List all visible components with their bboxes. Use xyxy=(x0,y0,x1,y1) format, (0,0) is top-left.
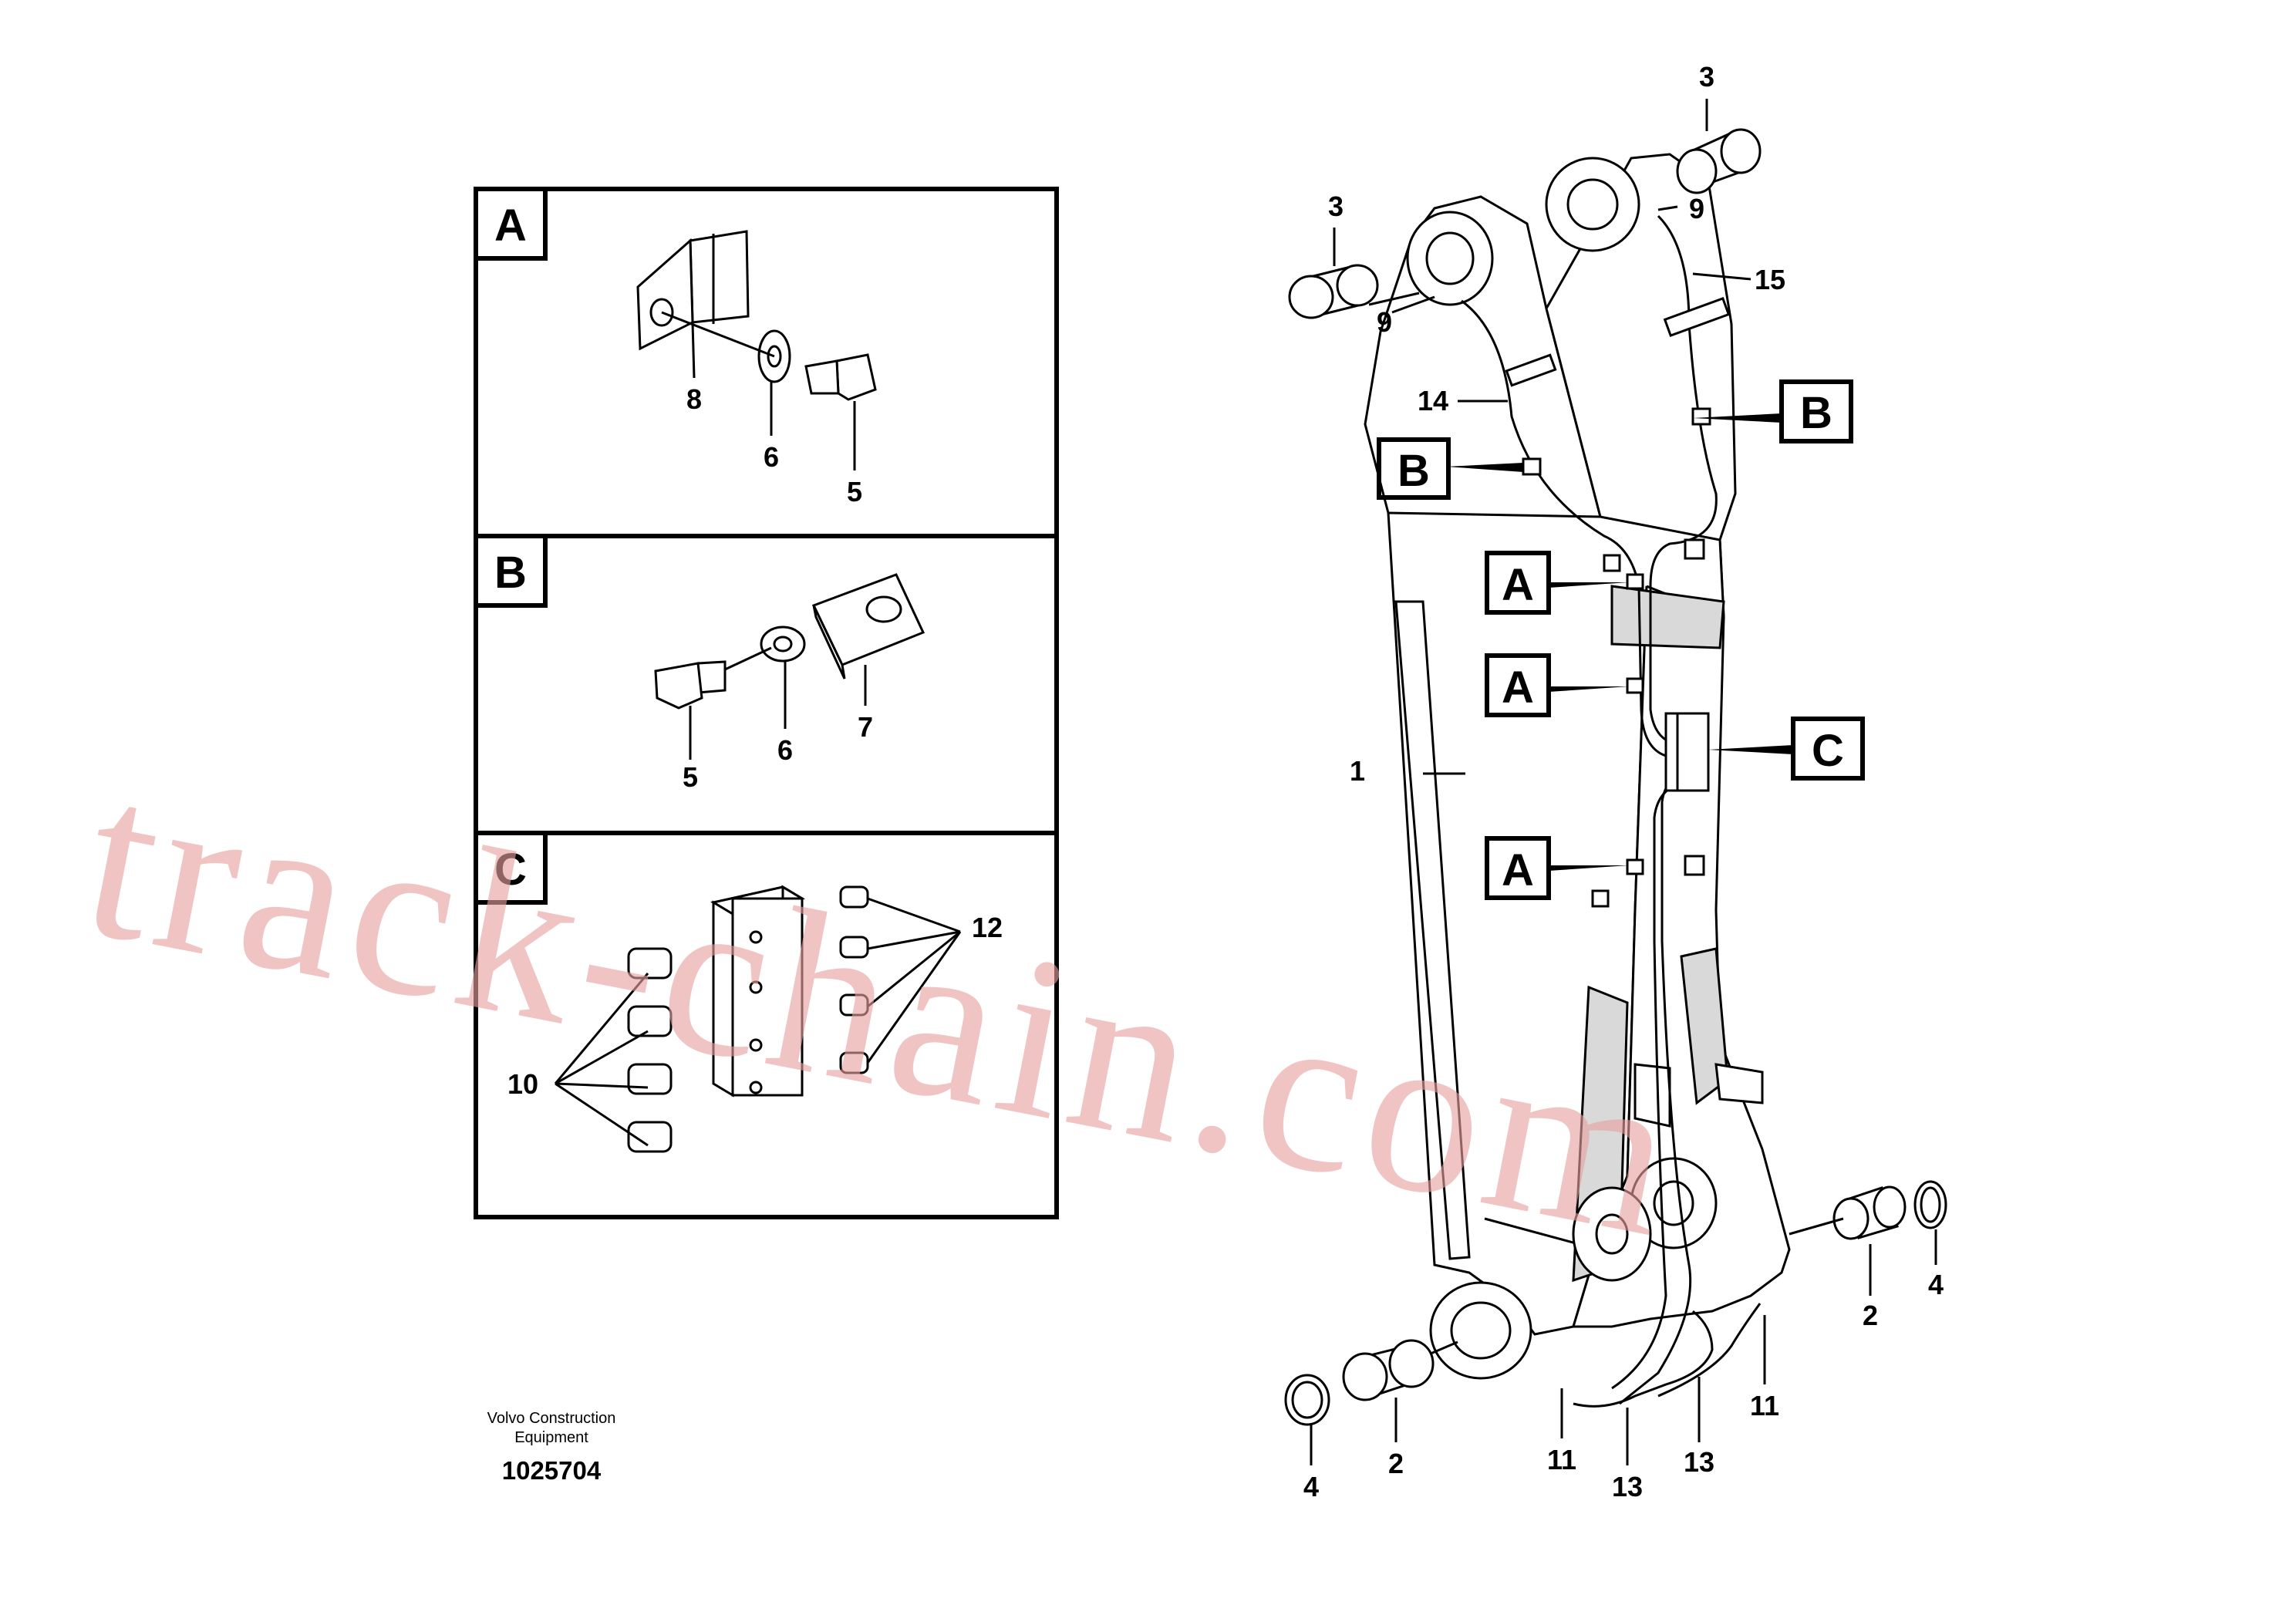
callout-3-right: 3 xyxy=(1699,61,1714,93)
clamp-b-left xyxy=(1522,457,1542,476)
bushing-2-right xyxy=(1832,1185,1907,1240)
detail-c-label-box xyxy=(474,831,548,905)
callout-12: 12 xyxy=(972,912,1003,943)
callout-14: 14 xyxy=(1418,385,1448,416)
ref-box-b-left: B xyxy=(1377,437,1451,500)
manifold-block-main xyxy=(1664,712,1710,792)
company-line-1: Volvo Construction xyxy=(487,1410,616,1427)
ref-a-1-letter: A xyxy=(1502,560,1534,610)
callout-9-right: 9 xyxy=(1689,193,1704,224)
callout-leader-lines xyxy=(1310,99,1937,1465)
clamp-a-2 xyxy=(1626,677,1644,694)
ref-box-a-1: A xyxy=(1485,551,1551,615)
ref-c-letter: C xyxy=(1812,726,1844,776)
ref-box-a-2: A xyxy=(1485,653,1551,717)
callout-1: 1 xyxy=(1350,755,1365,787)
boom-pivot-bottom xyxy=(1429,1281,1532,1380)
callout-2-left: 2 xyxy=(1388,1448,1404,1479)
ring-4-left xyxy=(1284,1374,1330,1426)
detail-panel: A 8 6 5 B xyxy=(474,187,1059,1219)
washer-part-6-b xyxy=(760,626,806,663)
reference-arrows xyxy=(1446,413,1793,871)
callout-13-left: 13 xyxy=(1612,1471,1643,1502)
main-callouts: 3 3 9 9 15 14 1 2 4 11 13 13 11 2 4 xyxy=(1303,61,1944,1502)
pin-and-bushing-parts xyxy=(1284,128,1947,1426)
clamps-and-block xyxy=(1505,297,1731,908)
ref-box-c: C xyxy=(1791,717,1865,781)
callout-7: 7 xyxy=(858,711,873,743)
clamp-b-right xyxy=(1691,407,1711,426)
detail-b: B 5 6 7 xyxy=(474,534,925,793)
callout-5-a: 5 xyxy=(847,476,862,508)
boom-pivot-mid xyxy=(1572,1157,1718,1282)
callout-6-b: 6 xyxy=(777,734,793,766)
plate-part-7 xyxy=(811,573,925,679)
ref-box-a-3: A xyxy=(1485,836,1551,900)
detail-a-label-box xyxy=(474,187,548,261)
callout-6-a: 6 xyxy=(764,441,779,473)
detail-a: A 8 6 5 xyxy=(474,187,877,508)
footer-info: Volvo Construction Equipment 1025704 xyxy=(487,1410,616,1485)
callout-5-b: 5 xyxy=(683,761,698,793)
callout-2-right: 2 xyxy=(1863,1300,1878,1331)
fitting-parts-12 xyxy=(839,885,869,1074)
callout-4-left: 4 xyxy=(1303,1471,1319,1502)
bushing-2-left xyxy=(1342,1339,1435,1401)
callout-15: 15 xyxy=(1755,264,1785,295)
clamp-a-3 xyxy=(1626,858,1644,875)
detail-a-letter: A xyxy=(494,201,527,251)
detail-b-label-box xyxy=(474,534,548,608)
ref-a-2-letter: A xyxy=(1502,663,1534,713)
ref-b-left-letter: B xyxy=(1397,446,1430,496)
bushing-3-left xyxy=(1288,264,1379,319)
hydraulic-lines xyxy=(1461,214,1762,1408)
ref-a-3-letter: A xyxy=(1502,845,1534,895)
clamp-a-1 xyxy=(1626,573,1644,590)
bracket-part-8 xyxy=(636,230,750,351)
callout-11-left: 11 xyxy=(1547,1444,1576,1475)
callout-9-left: 9 xyxy=(1377,306,1392,338)
ref-box-b-right: B xyxy=(1779,379,1853,443)
callout-4-right: 4 xyxy=(1928,1269,1944,1300)
callout-10: 10 xyxy=(507,1068,538,1100)
bolt-part-5-a xyxy=(804,353,877,401)
company-line-2: Equipment xyxy=(514,1429,588,1446)
bushing-3-right xyxy=(1676,128,1762,194)
ref-b-right-letter: B xyxy=(1800,388,1832,438)
figure-number: 1025704 xyxy=(502,1456,602,1485)
ring-4-right xyxy=(1913,1180,1947,1229)
detail-c-letter: C xyxy=(494,845,527,895)
callout-11-right: 11 xyxy=(1750,1390,1779,1421)
bolt-part-5-b xyxy=(654,660,727,710)
detail-b-letter: B xyxy=(494,548,527,598)
boom-pivot-top-left xyxy=(1406,211,1494,306)
fitting-parts-10 xyxy=(627,947,673,1153)
callout-13-right: 13 xyxy=(1684,1446,1714,1478)
callout-8: 8 xyxy=(686,383,702,415)
detail-c: C xyxy=(474,831,1003,1153)
boom-pivot-top-right xyxy=(1545,157,1640,252)
manifold-block xyxy=(710,885,805,1098)
boom-assembly: B B A A A C 3 3 9 9 15 14 1 xyxy=(1284,61,1947,1502)
callout-3-left: 3 xyxy=(1328,191,1344,222)
